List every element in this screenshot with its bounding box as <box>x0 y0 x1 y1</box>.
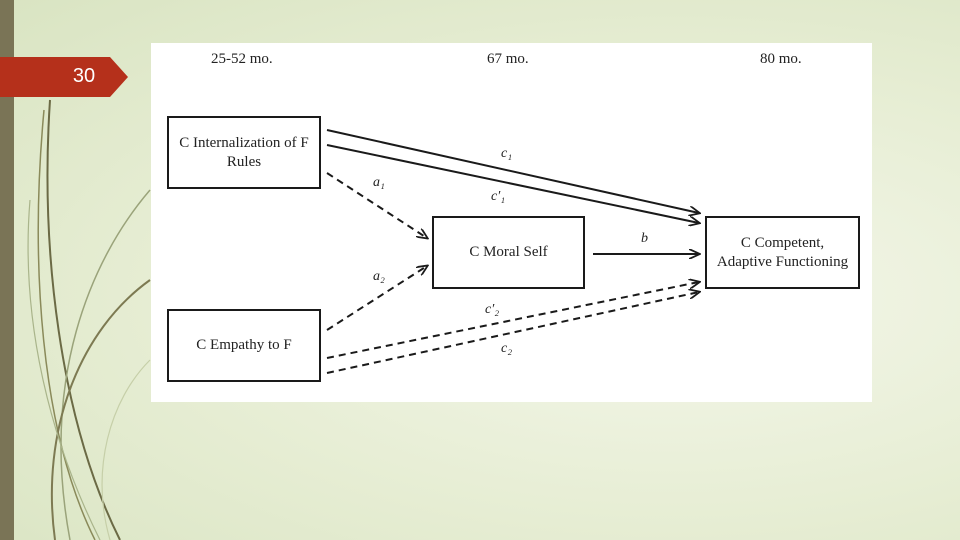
arrow-a2 <box>326 266 427 331</box>
decorative-grass-lines <box>27 99 151 540</box>
path-label-c1-prime: c′₁ <box>491 189 506 204</box>
path-label-b: b <box>641 231 648 246</box>
arrow-c2 <box>326 292 699 374</box>
path-label-c1: c₁ <box>501 146 513 161</box>
path-diagram: 25-52 mo. 67 mo. 80 mo. C Internalizatio… <box>151 43 872 402</box>
slide-number-badge: 30 <box>0 57 128 97</box>
path-arrows <box>326 129 872 374</box>
node-empathy: C Empathy to F <box>167 309 321 382</box>
slide-number: 30 <box>72 65 96 87</box>
path-label-a2: a₂ <box>373 269 385 284</box>
path-label-a1: a₁ <box>373 175 385 190</box>
node-competent-functioning: C Competent, Adaptive Functioning <box>705 216 860 289</box>
arrow-c1 <box>326 129 699 213</box>
arrow-a1 <box>326 172 427 238</box>
time-label-1: 25-52 mo. <box>211 51 273 67</box>
arrow-c2-prime <box>326 282 699 359</box>
node-moral-self: C Moral Self <box>432 216 585 289</box>
path-label-c2-prime: c′₂ <box>485 302 500 317</box>
arrow-c1-prime <box>326 144 699 223</box>
time-label-3: 80 mo. <box>760 51 802 67</box>
node-internalization: C Internalization of F Rules <box>167 116 321 189</box>
left-accent-bar <box>0 0 14 540</box>
path-label-c2: c₂ <box>501 341 513 356</box>
time-label-2: 67 mo. <box>487 51 529 67</box>
